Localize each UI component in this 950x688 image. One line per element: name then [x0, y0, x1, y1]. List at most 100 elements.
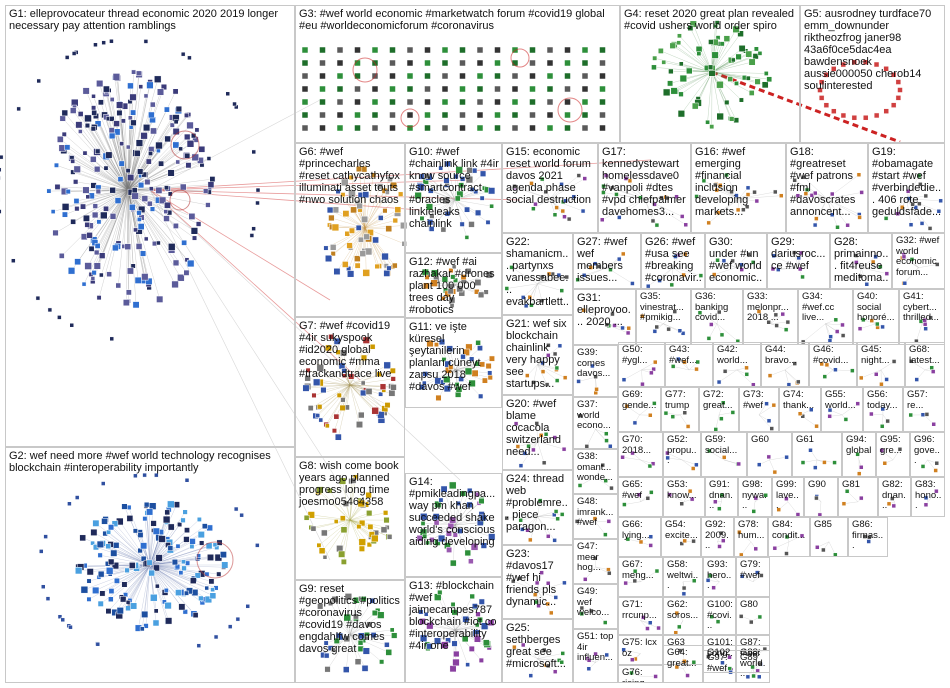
edge — [738, 191, 776, 199]
group-label: G37: world econo... — [577, 399, 611, 431]
group-cell-g68: G68: latest... — [905, 342, 945, 387]
group-cell-g93: G93: hero... — [703, 557, 736, 597]
edge — [578, 377, 596, 382]
group-cell-g13: G13: #blockchain #wef jaimecampes787 blo… — [405, 577, 502, 683]
edge — [56, 165, 129, 191]
edge — [98, 564, 151, 578]
edge — [149, 539, 168, 566]
edge — [426, 614, 456, 631]
group-label: G79: #wef — [740, 559, 764, 581]
edge — [537, 437, 555, 442]
edge — [149, 189, 461, 481]
edge — [549, 178, 585, 199]
edge — [349, 600, 373, 636]
edge — [149, 564, 166, 593]
edge — [149, 564, 167, 591]
group-label: G36: banking covid... — [695, 291, 731, 323]
edge — [327, 384, 351, 426]
edge — [127, 189, 187, 273]
edge — [454, 625, 485, 631]
edge — [673, 71, 713, 92]
edge — [794, 252, 799, 268]
edge — [127, 189, 134, 267]
edge — [96, 151, 129, 191]
group-cell-g18: G18: #greatreset #wef patrons #fml #davo… — [786, 143, 868, 233]
group-cell-g46: G46: #covid... — [809, 342, 857, 387]
group-label: G90 — [808, 479, 826, 490]
group-label: G24: thread web #problemre... piece para… — [506, 473, 568, 533]
edge — [108, 154, 129, 191]
edge — [736, 369, 754, 385]
edge — [149, 159, 651, 191]
edge — [349, 477, 356, 521]
edge — [861, 369, 882, 379]
edge — [826, 198, 860, 218]
edge — [342, 481, 351, 521]
edge — [127, 85, 151, 191]
group-cell-g54: G54: excite... — [661, 517, 701, 557]
edge — [708, 323, 718, 339]
group-cell-g22: G22: shamanicm... partynxs vanessabee...… — [502, 233, 573, 315]
edge — [138, 564, 151, 629]
edge — [533, 364, 538, 383]
edge — [104, 114, 129, 191]
edge — [619, 198, 645, 218]
group-cell-g1: G1: elleprovocateur thread economic 2020… — [5, 5, 295, 447]
edge — [149, 521, 168, 566]
edge — [72, 161, 129, 191]
edge — [349, 614, 381, 636]
edge — [903, 256, 919, 268]
edge — [454, 629, 487, 643]
group-cell-g38: G38: omant... wonde... — [573, 449, 618, 494]
edge — [349, 370, 393, 386]
group-label: G83: hono... — [915, 479, 942, 511]
group-label: G2: wef need more #wef world technology … — [9, 450, 274, 474]
edge — [699, 312, 718, 324]
edge — [916, 323, 923, 342]
edge — [349, 519, 370, 545]
edge — [127, 564, 151, 603]
edge — [149, 189, 331, 561]
edge — [149, 189, 421, 211]
group-label: G59: social... — [705, 434, 738, 456]
edge — [101, 189, 129, 256]
edge — [149, 546, 192, 566]
edge — [106, 89, 129, 191]
group-label: G43: #wef... — [669, 344, 697, 366]
group-label: G51: top 4ir influen... — [577, 631, 617, 663]
edge — [738, 195, 782, 199]
edge — [364, 225, 404, 229]
edge — [454, 504, 470, 526]
edge — [149, 545, 210, 566]
group-label: G3: #wef world economic #marketwatch for… — [299, 8, 608, 32]
edge — [127, 161, 178, 191]
edge — [127, 189, 131, 271]
edge — [95, 564, 151, 591]
edge — [55, 189, 129, 234]
edge — [826, 198, 860, 215]
group-label: G29: dariusroc... ce #wef — [771, 236, 829, 272]
edge — [149, 564, 224, 568]
group-label: G34: #wef.cc live... — [802, 291, 837, 323]
edge — [606, 253, 624, 268]
group-cell-g98: G98: nywa... — [738, 477, 772, 517]
edge — [93, 189, 129, 273]
edge — [671, 267, 674, 285]
group-label: G41: cybert... thrilled... — [903, 291, 940, 323]
node — [0, 167, 2, 172]
group-label: G13: #blockchain #wef jaimecampes787 blo… — [409, 580, 500, 652]
group-label: G8: wish come book years ago planned pro… — [299, 460, 402, 508]
edge — [427, 629, 456, 645]
edge — [537, 364, 558, 381]
group-label: G10: #wef #chainlink link #4ir know sour… — [409, 146, 502, 230]
edge — [680, 71, 713, 95]
edge — [106, 156, 129, 191]
edge — [320, 606, 351, 636]
edge — [349, 378, 394, 386]
group-label: G57: re... — [907, 389, 931, 411]
group-label: G69: gende... — [622, 389, 657, 411]
group-label: G52: propu... — [667, 434, 697, 466]
group-cell-g12: G12: #wef #ai razhakar #drones plant 100… — [405, 253, 502, 318]
edge — [345, 227, 366, 265]
